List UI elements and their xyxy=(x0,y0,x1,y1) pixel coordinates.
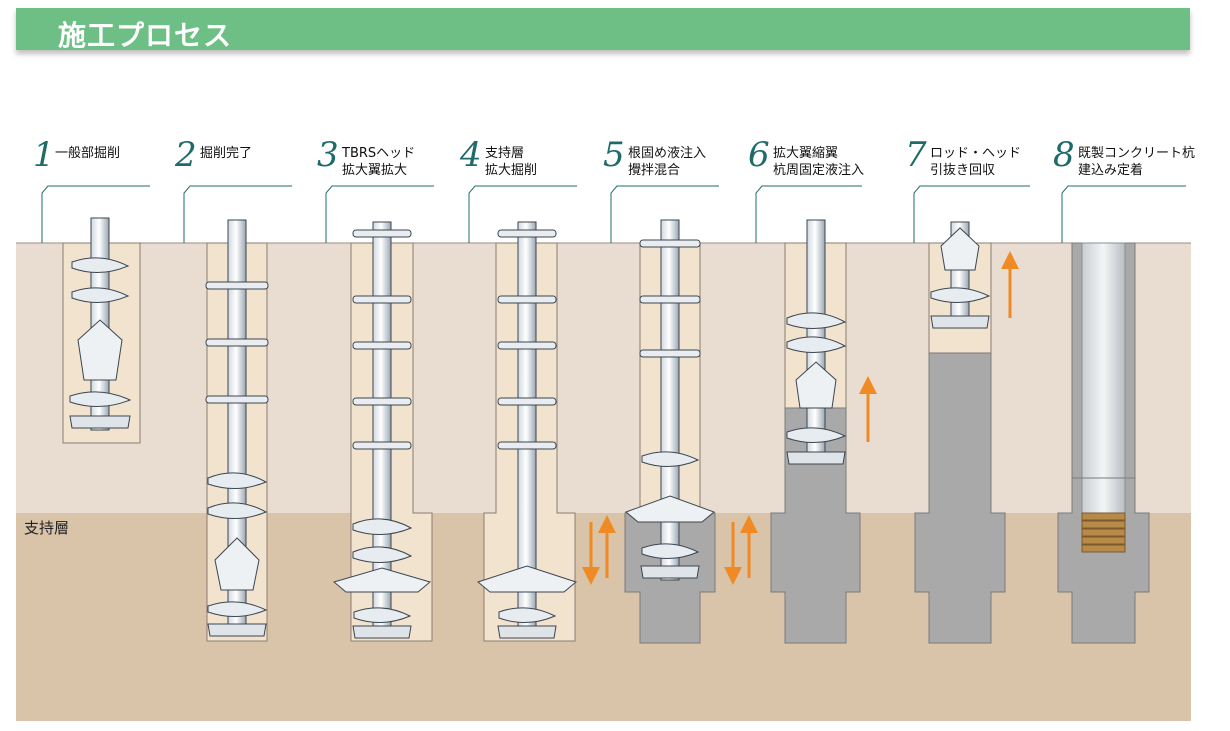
step-title: TBRSヘッド xyxy=(342,146,416,161)
step-number: 1 xyxy=(33,135,55,175)
step-number: 5 xyxy=(603,135,625,175)
step-subtitle: 杭周固定液注入 xyxy=(773,163,865,178)
step-subtitle: 攪拌混合 xyxy=(628,163,681,178)
leader-lines xyxy=(41,185,1186,243)
header-banner: 施工プロセス xyxy=(16,8,1190,52)
direction-arrows xyxy=(582,251,1019,585)
step-subtitle: 拡大翼拡大 xyxy=(342,163,408,178)
step-number: 8 xyxy=(1053,135,1075,175)
auger-rod-7 xyxy=(930,221,991,329)
step-title: 根固め液注入 xyxy=(628,146,707,161)
step-title: 一般部掘削 xyxy=(55,146,121,161)
step-number: 6 xyxy=(748,135,770,175)
borehole-7-cement xyxy=(914,352,1006,644)
step-title: 拡大翼縮翼 xyxy=(773,146,839,161)
auger-rod-3 xyxy=(332,221,432,639)
auger-rod-5 xyxy=(625,219,715,581)
pile-tip-rings xyxy=(1081,512,1126,553)
step-number: 3 xyxy=(317,135,339,175)
step-title: 掘削完了 xyxy=(200,146,253,161)
bearing-soil-layer xyxy=(16,513,1191,721)
step-number: 4 xyxy=(460,135,482,175)
step-title: 支持層 xyxy=(485,146,525,161)
precast-pile xyxy=(1081,242,1126,514)
step-number: 7 xyxy=(905,135,927,175)
step-title: 既製コンクリート杭 xyxy=(1078,146,1196,161)
borehole-6-cement xyxy=(770,407,861,644)
page-title: 施工プロセス xyxy=(58,19,233,52)
bearing-layer-label: 支持層 xyxy=(24,519,70,537)
auger-rod-1 xyxy=(69,217,132,431)
step-title: ロッド・ヘッド xyxy=(930,146,1022,161)
auger-rod-6 xyxy=(786,219,847,465)
auger-rod-2 xyxy=(205,219,269,637)
surface-soil-layer xyxy=(16,243,1191,513)
step-subtitle: 建込み定着 xyxy=(1078,163,1144,178)
step-number: 2 xyxy=(175,135,197,175)
auger-rod-4 xyxy=(476,221,578,639)
step-subtitle: 引抜き回収 xyxy=(930,163,996,178)
step-subtitle: 拡大掘削 xyxy=(485,163,538,178)
